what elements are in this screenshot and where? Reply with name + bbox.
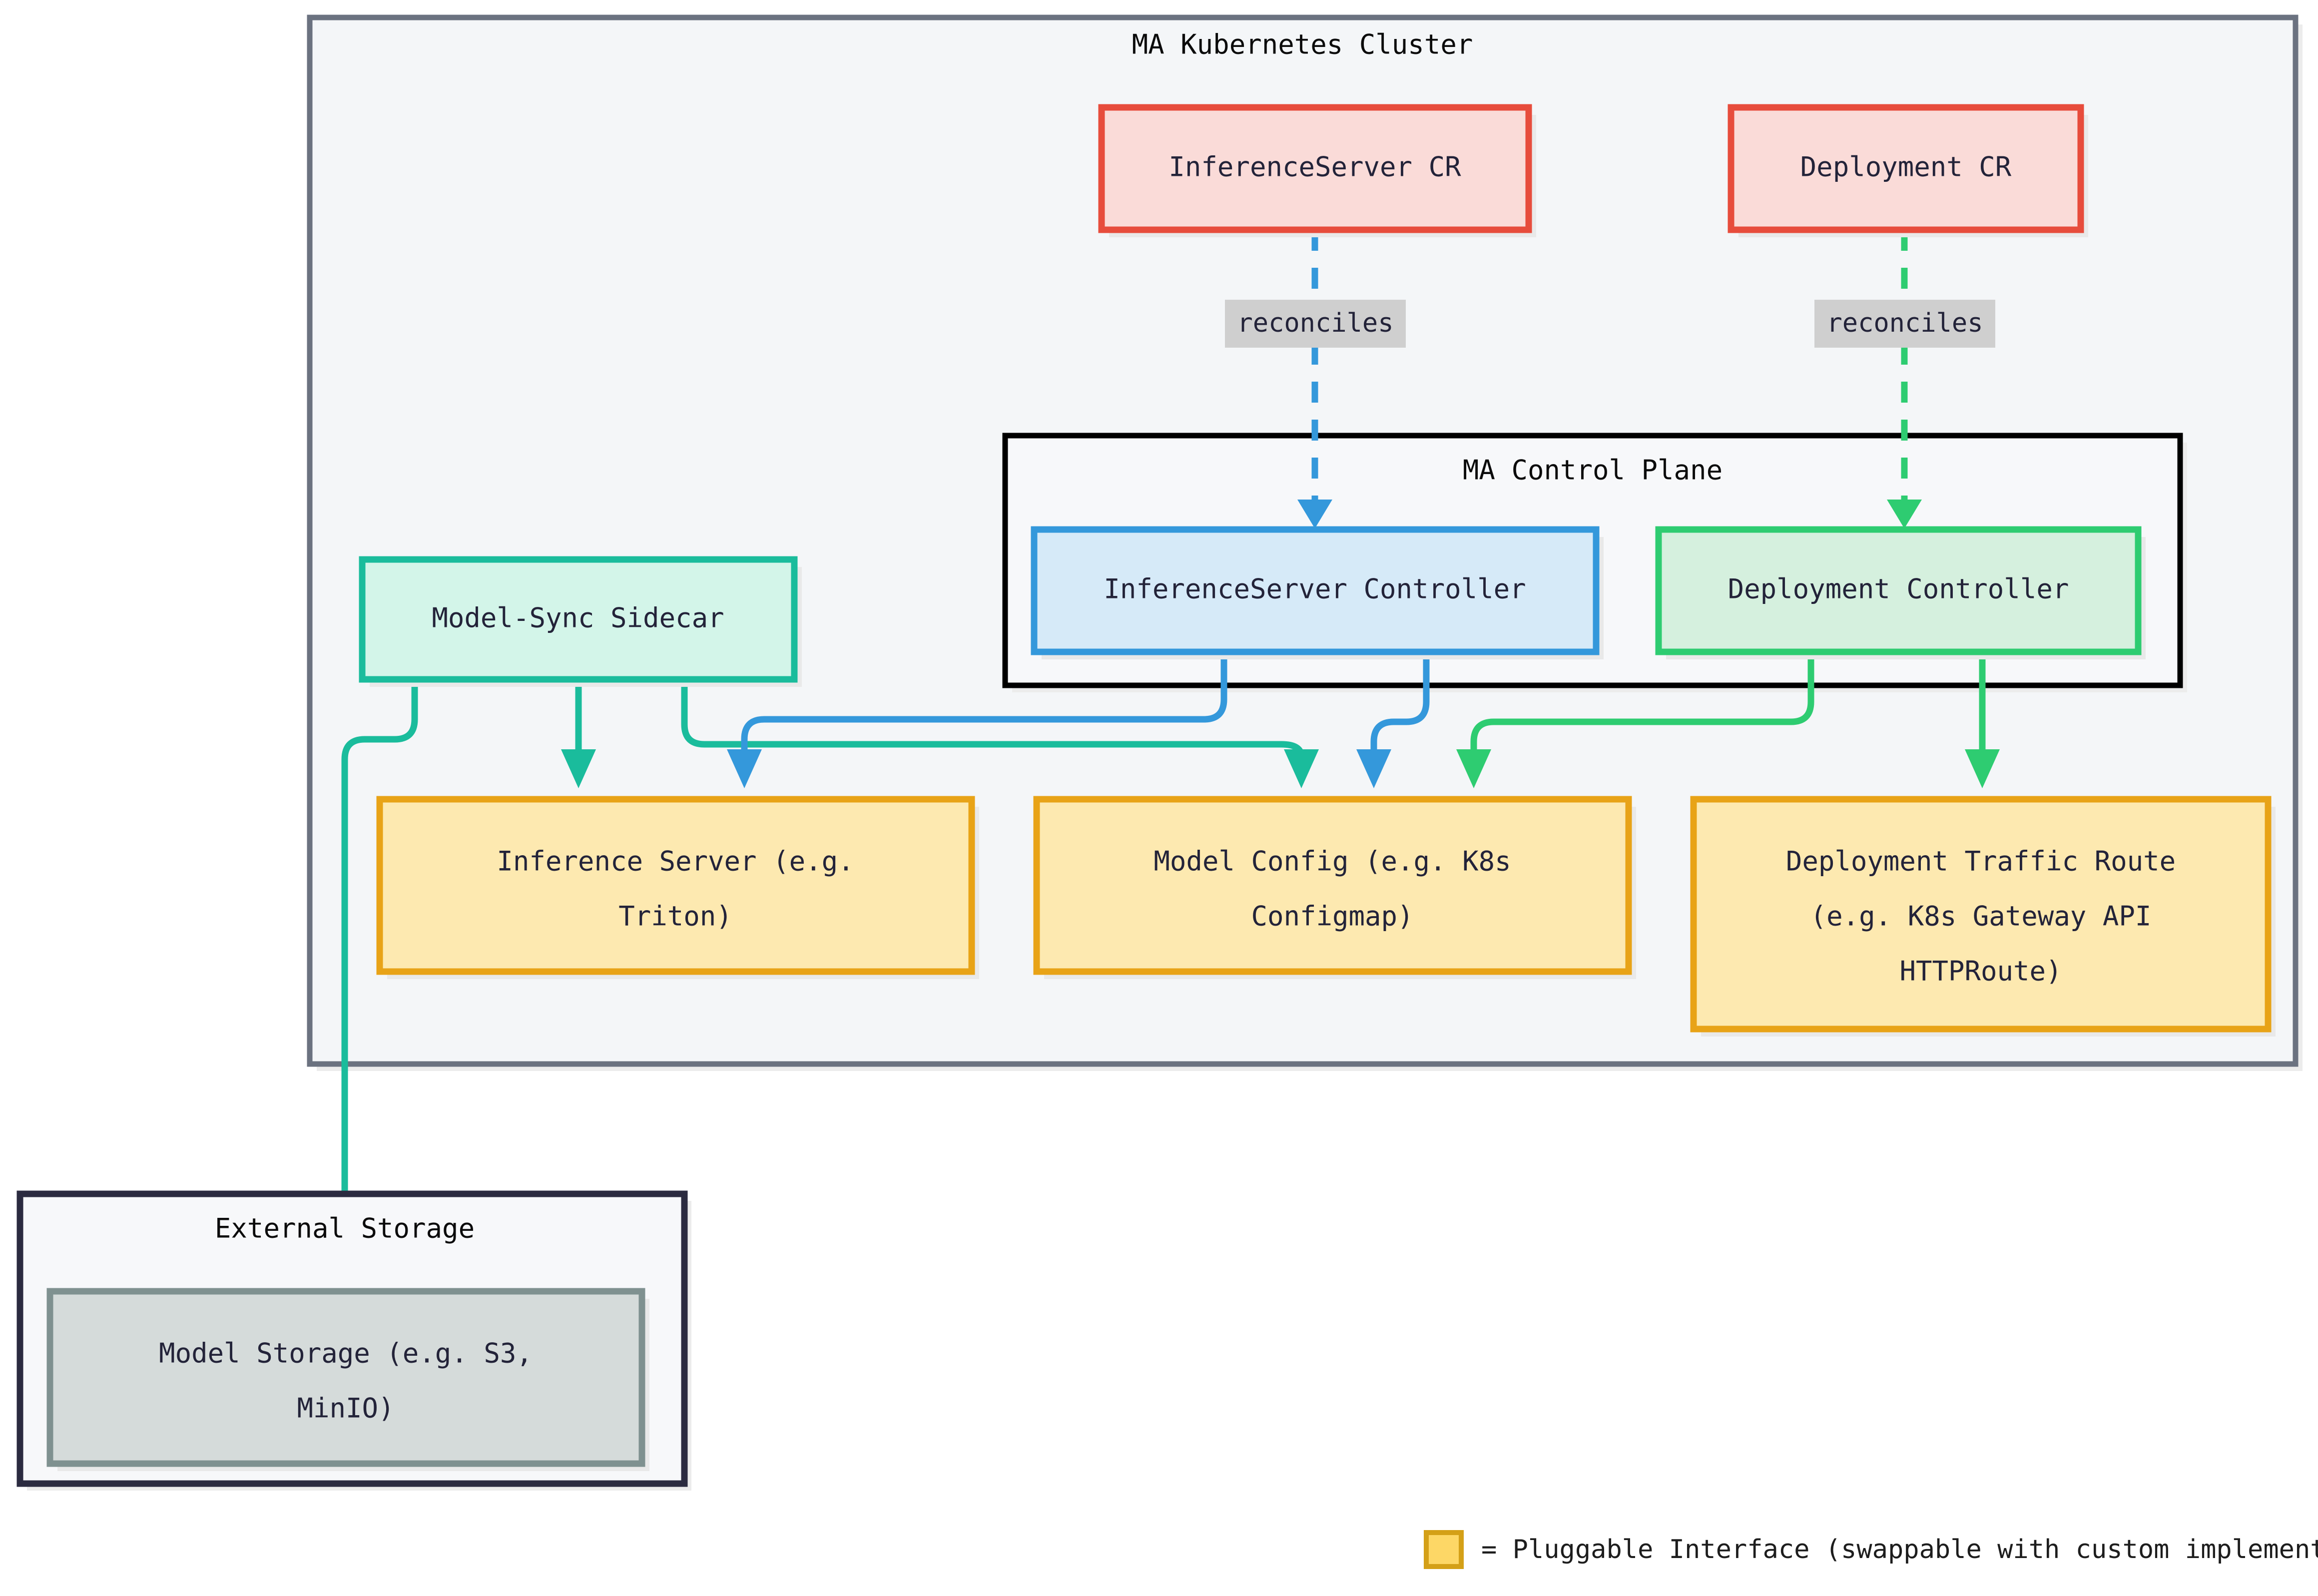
edge-sidecar-to-inference-arrowhead: [561, 749, 596, 788]
edge-cr-to-dc-arrowhead: [1887, 500, 1922, 529]
node-model-config[interactable]: Model Config (e.g. K8s Configmap): [1033, 796, 1636, 979]
edge-sidecar-to-config-arrowhead: [1284, 749, 1319, 788]
node-body: [1031, 526, 1600, 655]
node-model-sync-sidecar[interactable]: Model-Sync Sidecar: [359, 556, 802, 687]
node-inference-server[interactable]: Inference Server (e.g. Triton): [376, 796, 979, 979]
node-label-deployment-traffic-route-line2: (e.g. K8s Gateway API: [1810, 901, 2152, 932]
node-inferenceserver-controller[interactable]: InferenceServer Controller: [1031, 526, 1604, 659]
node-label-deployment-traffic-route-line3: HTTPRoute): [1899, 956, 2062, 987]
cluster-title-ma-control-plane: MA Control Plane: [1463, 455, 1723, 486]
edge-dc-to-route-arrowhead: [1965, 749, 2000, 788]
edge-label-reconciles-2: reconciles: [1814, 300, 1995, 348]
edge-sidecar-to-inference: [561, 679, 596, 788]
edge-cr-to-dc: [1887, 230, 1922, 529]
node-label-deployment-cr: Deployment CR: [1800, 151, 2012, 183]
edge-dc-to-config: [1456, 648, 1814, 788]
edge-dc-to-config-arrowhead: [1456, 749, 1491, 788]
edge-isc-to-config-path: [1370, 648, 1430, 768]
edge-isc-to-config: [1356, 648, 1430, 788]
node-body: [359, 556, 798, 683]
node-body: [46, 1288, 645, 1467]
edge-isc-to-inference-path: [741, 648, 1227, 768]
cluster-title-ma-kubernetes-cluster: MA Kubernetes Cluster: [1132, 29, 1473, 60]
legend: = Pluggable Interface (swappable with cu…: [1424, 1530, 2318, 1569]
node-label-deployment-traffic-route-line1: Deployment Traffic Route: [1786, 846, 2176, 877]
edge-sidecar-to-config: [681, 676, 1319, 788]
node-label-model-storage-line2: MinIO): [297, 1393, 394, 1424]
legend-text-pluggable: = Pluggable Interface (swappable with cu…: [1481, 1535, 2318, 1565]
edge-label-reconciles-1: reconciles: [1225, 300, 1406, 348]
edge-isc-to-config-arrowhead: [1356, 749, 1391, 788]
node-label-model-config-line1: Model Config (e.g. K8s: [1154, 846, 1511, 877]
edge-cr-to-isc-arrowhead: [1297, 500, 1332, 529]
edge-isc-to-inference-arrowhead: [727, 749, 762, 788]
node-label-model-storage-line1: Model Storage (e.g. S3,: [159, 1338, 533, 1369]
edge-label-text-1: reconciles: [1237, 308, 1393, 338]
node-deployment-cr[interactable]: Deployment CR: [1728, 104, 2088, 237]
edge-dc-to-route: [1965, 652, 2000, 788]
edge-label-bg-2: [1814, 300, 1995, 348]
node-label-model-config-line2: Configmap): [1251, 901, 1413, 932]
node-label-inferenceserver-controller: InferenceServer Controller: [1104, 573, 1526, 605]
cluster-title-external-storage: External Storage: [215, 1213, 475, 1244]
edge-sidecar-to-storage-path: [341, 676, 418, 1267]
node-deployment-traffic-route[interactable]: Deployment Traffic Route (e.g. K8s Gatew…: [1690, 796, 2276, 1037]
node-label-deployment-controller: Deployment Controller: [1728, 573, 2069, 605]
node-model-storage[interactable]: Model Storage (e.g. S3, MinIO): [46, 1288, 649, 1471]
legend-swatch-pluggable: [1424, 1530, 1464, 1569]
node-inferenceserver-cr[interactable]: InferenceServer CR: [1098, 104, 1536, 237]
node-body: [376, 796, 975, 975]
edge-label-text-2: reconciles: [1826, 308, 1983, 338]
node-body: [1033, 796, 1632, 975]
edge-label-bg-1: [1225, 300, 1406, 348]
node-body: [1655, 526, 2142, 655]
node-label-inference-server-line1: Inference Server (e.g.: [497, 846, 854, 877]
node-label-inference-server-line2: Triton): [618, 901, 732, 932]
node-body: [1728, 104, 2084, 233]
node-deployment-controller[interactable]: Deployment Controller: [1655, 526, 2146, 659]
node-body: [1690, 796, 2272, 1033]
edge-dc-to-config-path: [1470, 648, 1814, 768]
edge-cr-to-isc: [1297, 230, 1332, 529]
node-label-inferenceserver-cr: InferenceServer CR: [1168, 151, 1461, 183]
edge-isc-to-inference: [727, 648, 1227, 788]
node-label-model-sync-sidecar: Model-Sync Sidecar: [432, 602, 724, 634]
node-body: [1098, 104, 1532, 233]
